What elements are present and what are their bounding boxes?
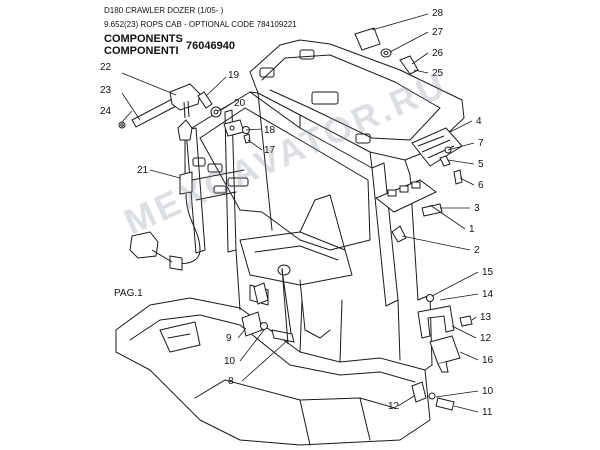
callout-8: 8 <box>228 376 234 387</box>
page-label: PAG.1 <box>114 288 143 299</box>
callout-16: 15 <box>482 267 494 278</box>
callout-15: 14 <box>482 289 494 300</box>
callout-20: 19 <box>228 70 240 81</box>
header-title-componenti: COMPONENTI <box>104 45 179 57</box>
callout-23: 22 <box>100 62 112 73</box>
callout-10-right: 10 <box>482 386 494 397</box>
callout-21: 20 <box>234 98 246 109</box>
part-code: 76046940 <box>186 40 235 52</box>
callout-12: 12 <box>388 401 400 412</box>
callout-3: 3 <box>474 203 480 214</box>
callout-5: 5 <box>478 159 484 170</box>
callout-9: 9 <box>226 333 232 344</box>
callout-22: 21 <box>137 165 149 176</box>
callout-2: 2 <box>474 245 480 256</box>
callout-11: 11 <box>482 407 493 418</box>
callout-27: 26 <box>432 48 444 59</box>
callout-19: 18 <box>264 125 276 136</box>
callout-17: 16 <box>482 355 494 366</box>
callout-14: 13 <box>480 312 492 323</box>
callout-24: 23 <box>100 85 112 96</box>
callout-1: 1 <box>469 224 475 235</box>
callout-18: 17 <box>264 145 276 156</box>
parts-drawing <box>118 27 473 411</box>
callout-7: 7 <box>478 138 484 149</box>
header-title-components: COMPONENTS <box>104 33 183 45</box>
leader-lines <box>121 13 479 413</box>
callout-26: 25 <box>432 68 444 79</box>
header-model-line: D180 CRAWLER DOZER (1/05- ) <box>104 6 224 15</box>
callout-28: 27 <box>432 27 444 38</box>
callout-29: 28 <box>432 8 444 19</box>
callout-25: 24 <box>100 106 112 117</box>
callout-10-left: 10 <box>224 356 236 367</box>
callout-4: 4 <box>476 116 482 127</box>
callout-labels: 22 23 24 19 20 18 17 21 28 27 26 25 4 7 … <box>100 8 494 418</box>
callout-13: 12 <box>480 333 492 344</box>
cab-frame-drawing <box>115 39 465 446</box>
callout-6: 6 <box>478 180 484 191</box>
header-section-line: 9.652(23) ROPS CAB - OPTIONAL CODE 78410… <box>104 20 297 29</box>
